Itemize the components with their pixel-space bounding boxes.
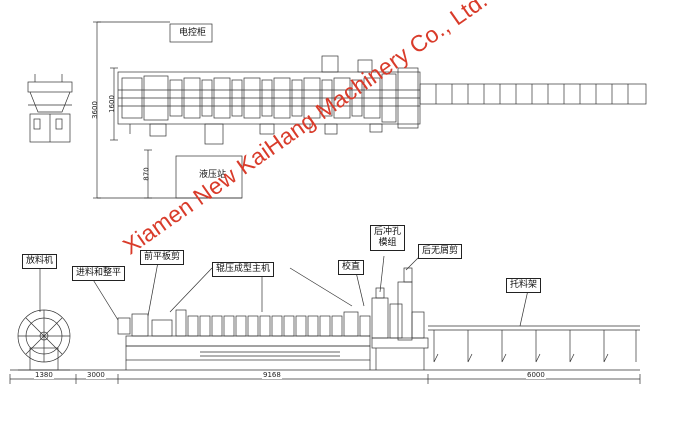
plan-hydraulic-station (175, 155, 243, 199)
elevation-punch-and-cutter (371, 267, 429, 370)
feeding-leveling-callout: 进料和整平 (72, 266, 126, 281)
callout-leader-lines (39, 255, 529, 327)
support-table-callout: 托料架 (506, 278, 542, 293)
pre-shear-callout: 前平板剪 (140, 250, 185, 265)
dimension-6000: 6000 (526, 371, 546, 379)
control-cabinet-label: 电控柜 (179, 28, 207, 38)
plan-control-cabinet (169, 23, 213, 43)
roll-forming-main-callout: 辊压成型主机 (212, 262, 275, 277)
post-cut-callout: 后无屑剪 (418, 244, 463, 259)
dimension-1380: 1380 (34, 371, 54, 379)
post-punch-callout: 后冲孔 模组 (370, 225, 406, 251)
straightening-callout: 校直 (338, 260, 365, 275)
plan-run-out-table (419, 83, 647, 105)
dimension-9168: 9168 (262, 371, 282, 379)
decoiler-callout: 放料机 (22, 254, 58, 269)
elevation-dimension-line (9, 374, 641, 384)
dimension-3000: 3000 (86, 371, 106, 379)
plan-machine-width-dimension: 1600 (107, 95, 116, 113)
plan-decoiler (27, 74, 73, 143)
plan-total-width-dimension: 3600 (90, 101, 99, 119)
plan-main-machine (117, 55, 421, 145)
elevation-decoiler (17, 309, 71, 371)
hydraulic-station-label: 液压站 (199, 170, 227, 180)
elevation-main-machine (117, 309, 371, 370)
plan-lower-gap-dimension: 870 (142, 167, 151, 181)
post-punch-line1: 后冲孔 (374, 227, 402, 237)
elevation-run-out-table (428, 325, 640, 363)
post-punch-line2: 模组 (378, 238, 397, 248)
